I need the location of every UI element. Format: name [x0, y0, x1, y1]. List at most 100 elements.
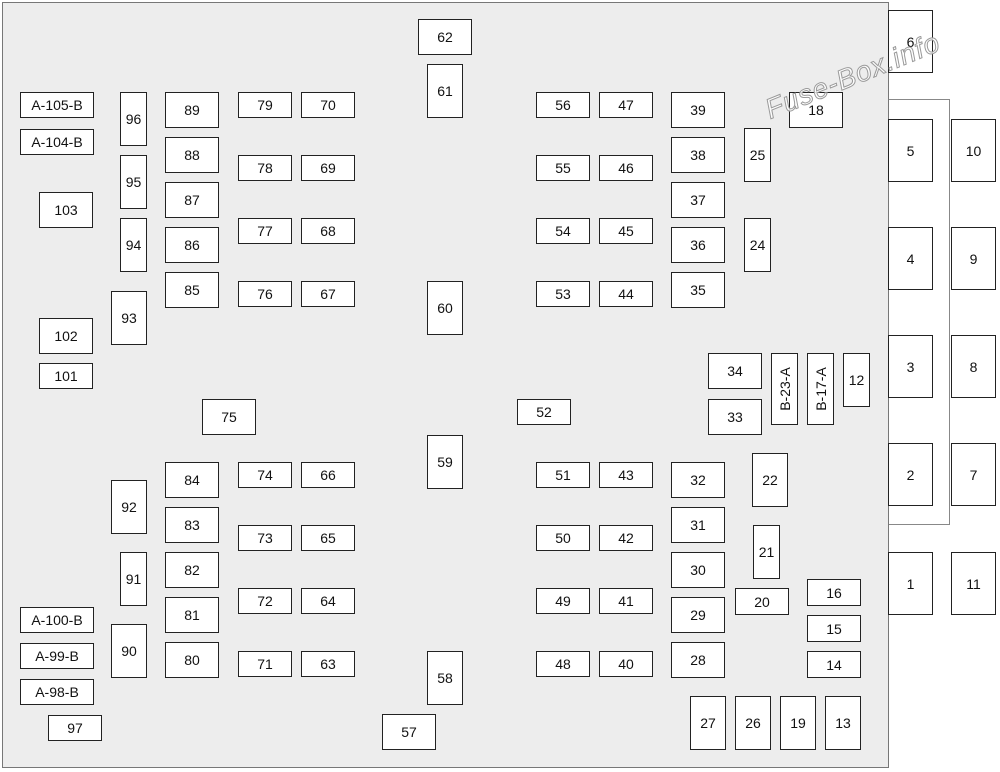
fuse-68: 68	[301, 218, 355, 244]
fuse-69: 69	[301, 155, 355, 181]
fuse-90: 90	[111, 624, 147, 678]
fuse-label: 93	[121, 310, 137, 326]
fuse-label: 9	[969, 250, 978, 267]
fuse-label: 83	[184, 517, 200, 533]
fuse-label: 52	[536, 404, 552, 420]
fuse-label: 29	[690, 607, 706, 623]
fuse-label: B-23-A	[776, 367, 793, 411]
fuse-label: 63	[320, 656, 336, 672]
fuse-86: 86	[165, 227, 219, 263]
fuse-label: 50	[555, 530, 571, 546]
fuse-label: 26	[745, 715, 761, 731]
fuse-label: 14	[826, 656, 842, 673]
fuse-label: 67	[320, 286, 336, 302]
fuse-73: 73	[238, 525, 292, 551]
fuse-27: 27	[690, 696, 726, 750]
fuse-label: 34	[727, 363, 743, 379]
fuse-101: 101	[39, 363, 93, 389]
fuse-62: 62	[418, 19, 472, 55]
fuse-label: 54	[555, 223, 571, 239]
fuse-label: 84	[184, 472, 200, 488]
fuse-35: 35	[671, 272, 725, 308]
fuse-40: 40	[599, 651, 653, 677]
fuse-label: 49	[555, 593, 571, 609]
fuse-label: A-99-B	[35, 648, 79, 664]
fuse-79: 79	[238, 92, 292, 118]
fuse-25: 25	[744, 128, 771, 182]
fuse-label: 92	[121, 499, 137, 515]
fuse-96: 96	[120, 92, 147, 146]
fuse-56: 56	[536, 92, 590, 118]
fuse-label: 102	[54, 328, 78, 344]
fuse-61: 61	[427, 64, 463, 118]
fuse-95: 95	[120, 155, 147, 209]
fuse-102: 102	[39, 318, 93, 354]
fuse-53: 53	[536, 281, 590, 307]
fuse-label: 80	[184, 652, 200, 668]
fuse-label: 75	[221, 409, 237, 425]
fuse-label: 64	[320, 593, 336, 609]
fuse-label: 78	[257, 160, 273, 176]
fuse-2: 2	[888, 443, 933, 506]
fuse-88: 88	[165, 137, 219, 173]
fuse-label: 25	[749, 147, 766, 163]
fuse-a100b: A-100-B	[20, 607, 94, 633]
fuse-94: 94	[120, 218, 147, 272]
fuse-label: 8	[969, 358, 978, 375]
fuse-label: 37	[690, 192, 706, 208]
fuse-label: 95	[125, 174, 142, 190]
fuse-65: 65	[301, 525, 355, 551]
fuse-a105b: A-105-B	[20, 92, 94, 118]
fuse-37: 37	[671, 182, 725, 218]
fuse-9: 9	[951, 227, 996, 290]
fuse-label: 11	[966, 575, 981, 592]
fuse-4: 4	[888, 227, 933, 290]
fuse-label: 89	[184, 102, 200, 118]
fuse-label: A-104-B	[31, 134, 83, 150]
fuse-label: 38	[690, 147, 706, 163]
fuse-33: 33	[708, 399, 762, 435]
fuse-label: A-105-B	[31, 97, 83, 113]
fuse-label: 86	[184, 237, 200, 253]
fuse-10: 10	[951, 119, 996, 182]
fuse-label: 76	[257, 286, 273, 302]
fuse-41: 41	[599, 588, 653, 614]
fuse-label: 65	[320, 530, 336, 546]
fuse-59: 59	[427, 435, 463, 489]
fuse-74: 74	[238, 462, 292, 488]
fuse-label: A-100-B	[31, 612, 83, 628]
fuse-label: 6	[906, 33, 915, 50]
fuse-label: 91	[125, 571, 142, 587]
fuse-15: 15	[807, 615, 861, 642]
fuse-label: 73	[257, 530, 273, 546]
fuse-label: A-98-B	[35, 684, 79, 700]
fuse-label: 3	[906, 358, 915, 375]
fuse-1: 1	[888, 552, 933, 615]
fuse-label: 4	[906, 250, 915, 267]
fuse-57: 57	[382, 714, 436, 750]
fuse-label: 35	[690, 282, 706, 298]
fuse-label: 77	[257, 223, 273, 239]
fuse-label: 60	[437, 300, 453, 316]
fuse-11: 11	[951, 552, 996, 615]
fuse-50: 50	[536, 525, 590, 551]
fuse-82: 82	[165, 552, 219, 588]
fuse-label: 87	[184, 192, 200, 208]
fuse-92: 92	[111, 480, 147, 534]
fuse-16: 16	[807, 579, 861, 606]
fuse-58: 58	[427, 651, 463, 705]
fuse-78: 78	[238, 155, 292, 181]
fuse-label: 74	[257, 467, 273, 483]
fuse-label: 42	[618, 530, 634, 546]
fuse-83: 83	[165, 507, 219, 543]
fuse-72: 72	[238, 588, 292, 614]
fuse-67: 67	[301, 281, 355, 307]
fuse-85: 85	[165, 272, 219, 308]
fuse-label: 45	[618, 223, 634, 239]
fuse-label: 103	[54, 202, 78, 218]
fuse-label: 90	[121, 643, 137, 659]
fuse-46: 46	[599, 155, 653, 181]
fuse-label: 94	[125, 237, 142, 253]
fuse-label: 97	[67, 720, 83, 736]
fuse-label: 46	[618, 160, 634, 176]
